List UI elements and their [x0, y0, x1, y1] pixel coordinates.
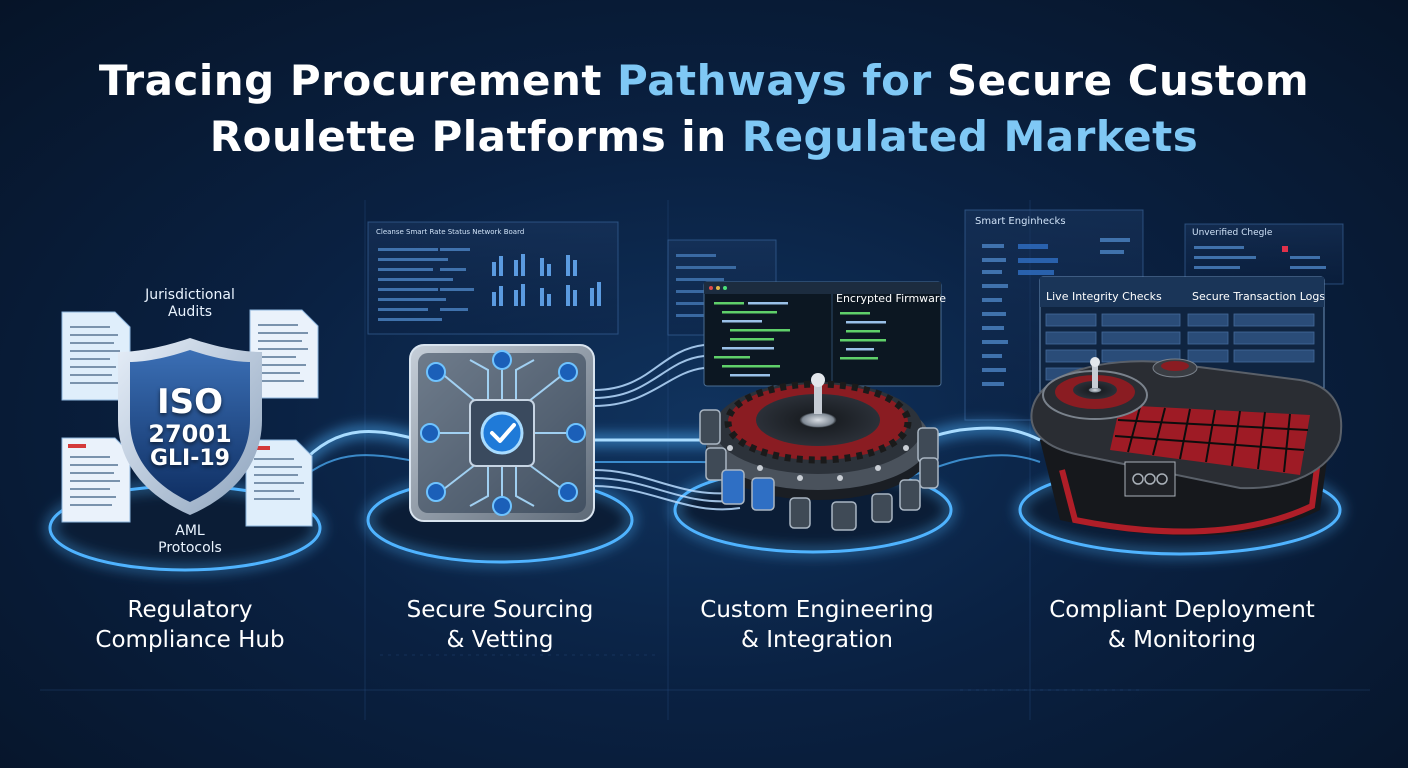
- title-highlight: Pathways for: [617, 56, 932, 105]
- title-segment: Secure Custom: [931, 56, 1310, 105]
- audits-label-line: Jurisdictional: [145, 287, 235, 303]
- shield-text-gli: GLI-19: [149, 446, 230, 471]
- unverified-panel: [1184, 223, 1344, 285]
- shield-icon: [118, 338, 262, 515]
- stage-label-line: Custom Engineering: [700, 597, 934, 623]
- shield-text-27001: 27001: [148, 420, 232, 448]
- stage-label-line: Secure Sourcing: [406, 597, 594, 623]
- sourcing-panel-title: Cleanse Smart Rate Status Network Board: [376, 228, 525, 236]
- firmware-panel-title: Encrypted Firmware: [836, 292, 946, 305]
- fiber-cables: [593, 344, 741, 511]
- title-segment: Roulette Platforms in: [209, 112, 742, 161]
- checkmark-icon: [480, 411, 524, 455]
- firmware-code-window: [703, 281, 942, 387]
- stage-label-sourcing: Secure Sourcing & Vetting: [335, 595, 665, 655]
- stage-label-line: Regulatory: [127, 597, 253, 623]
- roulette-table-icon: [1030, 357, 1343, 536]
- transactions-panel-title: Secure Transaction Logs: [1192, 290, 1326, 303]
- integrity-panel-title: Live Integrity Checks: [1046, 290, 1162, 303]
- aml-label-line: AML: [175, 523, 205, 539]
- capacitor-array: [699, 409, 939, 531]
- stage-label-deployment: Compliant Deployment & Monitoring: [1017, 595, 1347, 655]
- aml-label-line: Protocols: [158, 540, 222, 556]
- stage-label-line: & Vetting: [446, 627, 554, 653]
- roulette-wheel-icon: [706, 373, 930, 500]
- title-segment: Tracing Procurement: [98, 56, 618, 105]
- stage-label-line: Compliance Hub: [95, 627, 285, 653]
- stage-label-line: & Integration: [741, 627, 893, 653]
- audits-label: Jurisdictional Audits: [110, 287, 270, 321]
- stage-label-line: & Monitoring: [1107, 627, 1257, 653]
- title-highlight: Regulated Markets: [741, 112, 1199, 161]
- document-icon: [61, 309, 319, 527]
- page-title-line-2: Roulette Platforms in Regulated Markets: [0, 112, 1408, 161]
- sourcing-dashboard-panel: [367, 221, 619, 335]
- shield-text-iso: ISO: [156, 382, 224, 422]
- stage-label-engineering: Custom Engineering & Integration: [652, 595, 982, 655]
- unverified-panel-title: Unverified Chegle: [1192, 228, 1273, 238]
- stage-label-regulatory: Regulatory Compliance Hub: [25, 595, 355, 655]
- page-title-line-1: Tracing Procurement Pathways for Secure …: [0, 56, 1408, 105]
- stage-label-line: Compliant Deployment: [1049, 597, 1315, 623]
- aml-label: AML Protocols: [110, 523, 270, 557]
- engine-checks-panel-title: Smart Enginhecks: [975, 216, 1066, 227]
- audits-label-line: Audits: [167, 304, 212, 320]
